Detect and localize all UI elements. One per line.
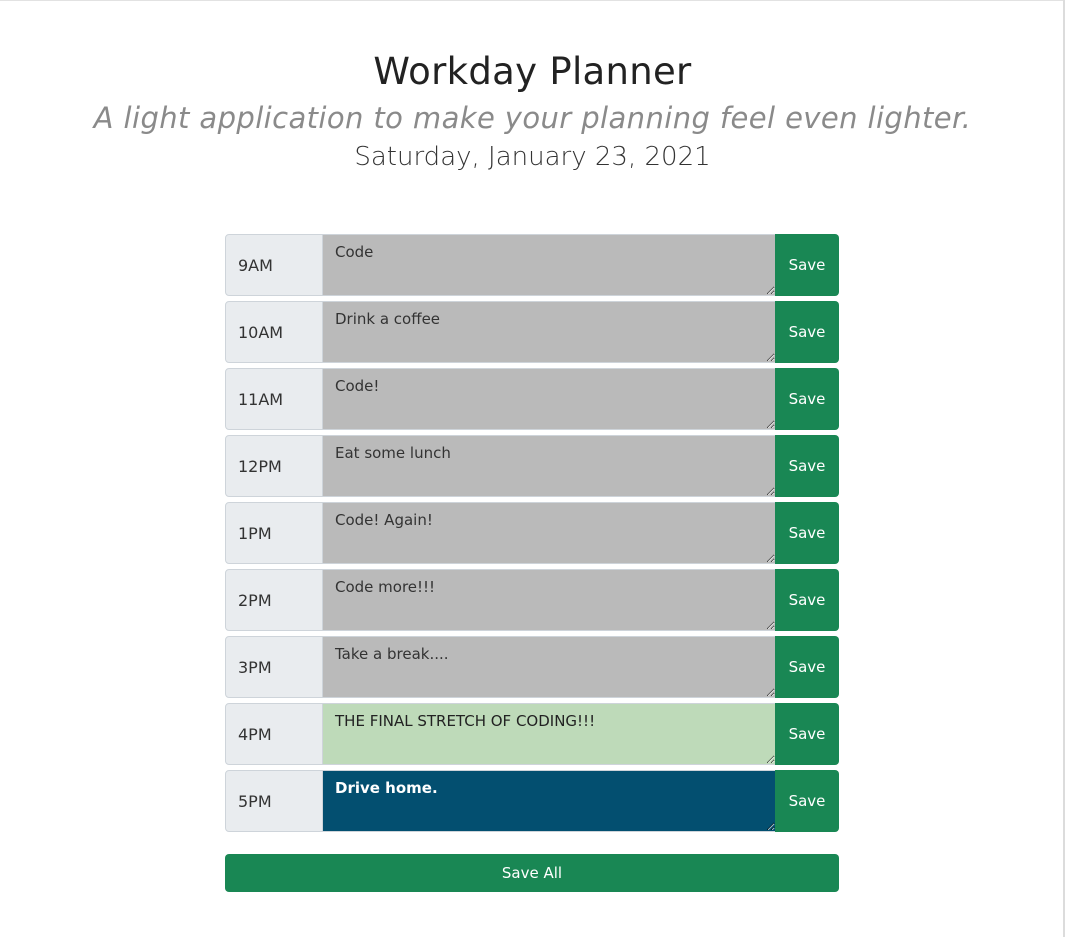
save-button[interactable]: Save: [775, 435, 839, 497]
page-title: Workday Planner: [373, 50, 692, 93]
event-description[interactable]: Code more!!!: [323, 569, 775, 631]
save-button[interactable]: Save: [775, 234, 839, 296]
event-description[interactable]: Code!: [323, 368, 775, 430]
save-button[interactable]: Save: [775, 368, 839, 430]
event-description[interactable]: Code! Again!: [323, 502, 775, 564]
save-button[interactable]: Save: [775, 502, 839, 564]
time-block: 9AM Code Save: [225, 234, 839, 296]
save-button[interactable]: Save: [775, 301, 839, 363]
time-block: 12PM Eat some lunch Save: [225, 435, 839, 497]
hour-label: 10AM: [225, 301, 323, 363]
time-block: 5PM Drive home. Save: [225, 770, 839, 832]
save-button[interactable]: Save: [775, 569, 839, 631]
page-header: Workday Planner A light application to m…: [0, 0, 1065, 173]
time-block: 4PM THE FINAL STRETCH OF CODING!!! Save: [225, 703, 839, 765]
event-description[interactable]: Eat some lunch: [323, 435, 775, 497]
time-block: 3PM Take a break.... Save: [225, 636, 839, 698]
save-button[interactable]: Save: [775, 636, 839, 698]
event-description[interactable]: THE FINAL STRETCH OF CODING!!!: [323, 703, 775, 765]
hour-label: 2PM: [225, 569, 323, 631]
save-all-button[interactable]: Save All: [225, 854, 839, 892]
hour-label: 12PM: [225, 435, 323, 497]
event-description[interactable]: Drive home.: [323, 770, 775, 832]
time-block: 11AM Code! Save: [225, 368, 839, 430]
time-block: 10AM Drink a coffee Save: [225, 301, 839, 363]
current-date: Saturday, January 23, 2021: [354, 142, 711, 172]
event-description[interactable]: Take a break....: [323, 636, 775, 698]
hour-label: 9AM: [225, 234, 323, 296]
hour-label: 4PM: [225, 703, 323, 765]
hour-label: 1PM: [225, 502, 323, 564]
hour-label: 11AM: [225, 368, 323, 430]
top-border: [0, 0, 1065, 1]
right-border: [1063, 0, 1065, 937]
time-block: 2PM Code more!!! Save: [225, 569, 839, 631]
event-description[interactable]: Drink a coffee: [323, 301, 775, 363]
save-button[interactable]: Save: [775, 703, 839, 765]
event-description[interactable]: Code: [323, 234, 775, 296]
save-button[interactable]: Save: [775, 770, 839, 832]
page-subtitle: A light application to make your plannin…: [93, 101, 972, 135]
hour-label: 5PM: [225, 770, 323, 832]
time-block: 1PM Code! Again! Save: [225, 502, 839, 564]
planner: 9AM Code Save 10AM Drink a coffee Save 1…: [225, 234, 839, 892]
hour-label: 3PM: [225, 636, 323, 698]
